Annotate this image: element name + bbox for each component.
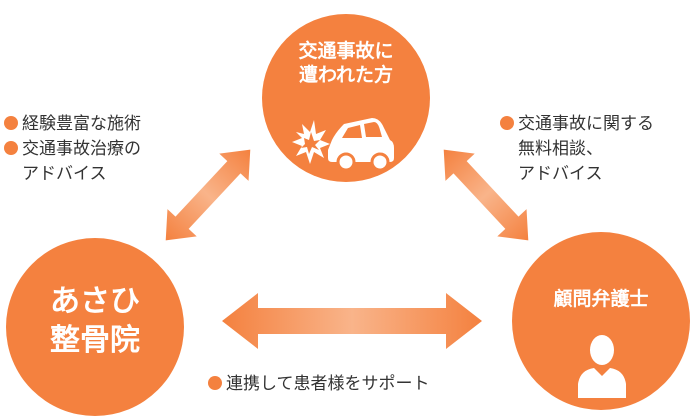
victim-title-line2: 遭われた方 (298, 63, 394, 86)
note-line: アドバイス (4, 162, 141, 187)
lawyer-node: 顧問弁護士 (512, 232, 690, 410)
note-text: 無料相談、 (518, 139, 603, 159)
victim-node: 交通事故に 遭われた方 (262, 14, 430, 182)
lawyer-title-line1: 顧問弁護士 (553, 288, 649, 310)
note-line: アドバイス (500, 162, 654, 187)
note-lawyer-services: 交通事故に関する 無料相談、 アドバイス (500, 112, 654, 187)
lawyer-title: 顧問弁護士 (512, 288, 690, 312)
note-clinic-services: 経験豊富な施術 交通事故治療の アドバイス (4, 112, 141, 187)
car-crash-icon (292, 118, 394, 172)
bullet-dot (500, 116, 514, 130)
victim-title-line1: 交通事故に (298, 40, 394, 62)
note-text: 経験豊富な施術 (22, 114, 141, 134)
arrow-clinic-victim (165, 149, 251, 241)
bullet-dot (4, 141, 18, 155)
note-line: 経験豊富な施術 (4, 112, 141, 137)
clinic-title: あさひ 整骨院 (6, 282, 184, 360)
note-text: 交通事故に関する (518, 114, 654, 134)
note-line: 交通事故治療の (4, 137, 141, 162)
note-line: 交通事故に関する (500, 112, 654, 137)
clinic-title-line1: あさひ (50, 284, 140, 319)
note-line: 無料相談、 (500, 137, 654, 162)
victim-title: 交通事故に 遭われた方 (262, 40, 430, 88)
person-icon (578, 335, 626, 398)
clinic-title-line2: 整骨院 (50, 323, 140, 358)
note-text: アドバイス (22, 164, 107, 184)
note-text: 連携して患者様をサポート (226, 374, 430, 394)
bullet-dot (4, 116, 18, 130)
note-text: アドバイス (518, 164, 603, 184)
note-text: 交通事故治療の (22, 139, 141, 159)
note-collaboration: 連携して患者様をサポート (208, 372, 430, 397)
arrow-clinic-lawyer (222, 293, 482, 349)
bullet-dot (208, 376, 222, 390)
note-line: 連携して患者様をサポート (208, 372, 430, 397)
clinic-node: あさひ 整骨院 (6, 238, 184, 416)
